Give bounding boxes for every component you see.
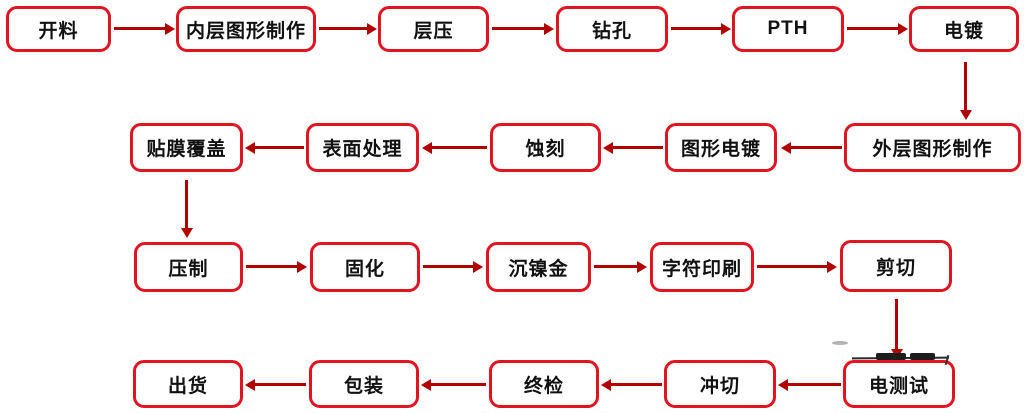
flow-step-label: 开料 [38,20,79,42]
arrow-step16-step17 [895,299,898,349]
flow-step-label: 包装 [343,375,384,397]
arrow-step19-step20 [431,383,486,386]
flow-step-punching: 冲切 [664,360,776,408]
flow-step-pressing: 压制 [134,242,243,292]
flow-step-inner-layer-imaging: 内层图形制作 [176,6,316,52]
flow-step-surface-treatment: 表面处理 [306,123,419,172]
arrow-step3-step4 [492,27,544,30]
arrow-step17-step18 [788,383,841,386]
flow-step-curing: 固化 [310,242,420,292]
arrow-step18-step19 [611,383,662,386]
flow-step-pth: PTH [732,6,844,52]
flow-step-silkscreen: 字符印刷 [650,242,754,292]
watermark-remnant-artifact [910,353,935,360]
flow-step-shearing: 剪切 [840,240,952,292]
flow-step-label: 电测试 [868,375,929,397]
flow-step-label: 剪切 [875,257,916,279]
flow-step-label: 钻孔 [591,20,632,42]
arrow-step14-step15 [594,265,637,268]
flow-step-label: 图形电镀 [680,139,761,160]
flow-step-label: 蚀刻 [525,139,566,160]
arrow-step6-step7 [964,62,967,110]
flow-step-label: 字符印刷 [661,258,742,280]
flow-step-label: 压制 [168,258,209,280]
flow-step-enig: 沉镍金 [486,242,591,292]
arrow-step15-step16 [757,265,827,268]
arrow-step5-step6 [847,27,898,30]
arrow-step13-step14 [423,265,473,268]
arrow-step2-step3 [319,27,367,30]
watermark-remnant-artifact [876,353,906,360]
flow-step-electrical-test: 电测试 [843,360,955,408]
flow-step-packaging: 包装 [309,360,419,408]
flow-step-label: 沉镍金 [508,258,569,280]
flow-step-plating: 电镀 [909,6,1019,52]
watermark-remnant-artifact [832,341,848,345]
arrow-step9-step10 [432,146,487,149]
flow-step-label: 出货 [167,375,208,397]
arrow-step4-step5 [671,27,721,30]
flow-step-cutting: 开料 [6,6,111,52]
flow-step-label: 冲切 [699,375,740,397]
flow-step-shipping: 出货 [133,360,243,408]
flow-step-label: 层压 [413,20,454,42]
flow-step-pattern-plating: 图形电镀 [665,123,777,172]
flow-step-outer-layer-imaging: 外层图形制作 [844,123,1021,172]
arrow-step20-step21 [255,383,306,386]
flow-step-etching: 蚀刻 [490,123,601,172]
flow-step-label: 表面处理 [322,139,403,160]
flow-step-final-inspection: 终检 [489,360,599,408]
arrow-step1-step2 [114,27,165,30]
arrow-step8-step9 [613,146,663,149]
flow-step-label: 贴膜覆盖 [146,139,227,160]
flow-step-drilling: 钻孔 [556,6,668,52]
arrow-step11-step12 [185,180,188,228]
flow-step-label: 固化 [344,258,385,280]
flow-step-lamination: 层压 [378,6,489,52]
arrow-step10-step11 [255,146,304,149]
arrow-step7-step8 [791,146,842,149]
flow-step-label: 电镀 [943,20,984,42]
flow-step-film-covering: 贴膜覆盖 [130,123,243,172]
flow-step-label: 外层图形制作 [872,139,993,160]
flow-step-label: 终检 [523,375,564,397]
flow-step-label: PTH [767,18,809,39]
arrow-step12-step13 [246,265,297,268]
flow-step-label: 内层图形制作 [185,20,306,42]
